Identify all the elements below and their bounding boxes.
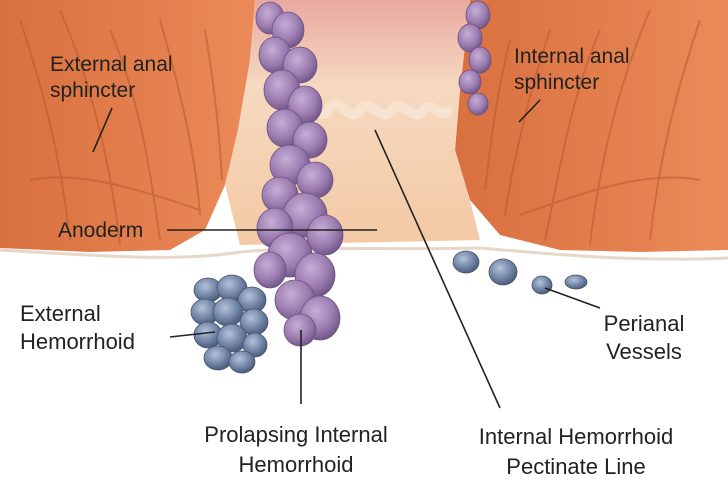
label-external-hemorrhoid: External Hemorrhoid [20,301,135,354]
external-anal-sphincter-muscle [0,0,255,252]
skin-contour [0,246,728,261]
prolapsing-internal-hemorrhoid-mass [253,1,344,347]
muscle-fibers [19,9,701,246]
label-external-anal-sphincter: External anal sphincter [50,53,173,102]
leader-external-hemorrhoid [169,331,216,338]
label-internal-anal-sphincter: Internal anal sphincter [514,45,630,94]
external-hemorrhoid-mass [190,274,269,374]
internal-anal-sphincter-muscle [455,0,728,252]
leader-internal-sphincter [518,99,541,123]
leader-internal-hemorrhoid [374,129,501,409]
perianal-vessels [452,250,588,295]
leader-perianal-vessels [544,287,601,309]
leader-lines [92,99,601,409]
label-perianal-vessels: Perianal Vessels [603,311,685,364]
label-internal-hemorrhoid-pectinate-line: Internal Hemorrhoid Pectinate Line [478,424,674,479]
perianal-skin [0,248,728,485]
anal-canal-lining [225,0,480,245]
internal-hemorrhoid-cluster [457,0,492,116]
leader-external-sphincter [92,107,113,153]
label-prolapsing-internal-hemorrhoid: Prolapsing Internal Hemorrhoid [204,422,388,477]
label-anoderm: Anoderm [58,219,144,242]
pectinate-line [295,99,453,120]
